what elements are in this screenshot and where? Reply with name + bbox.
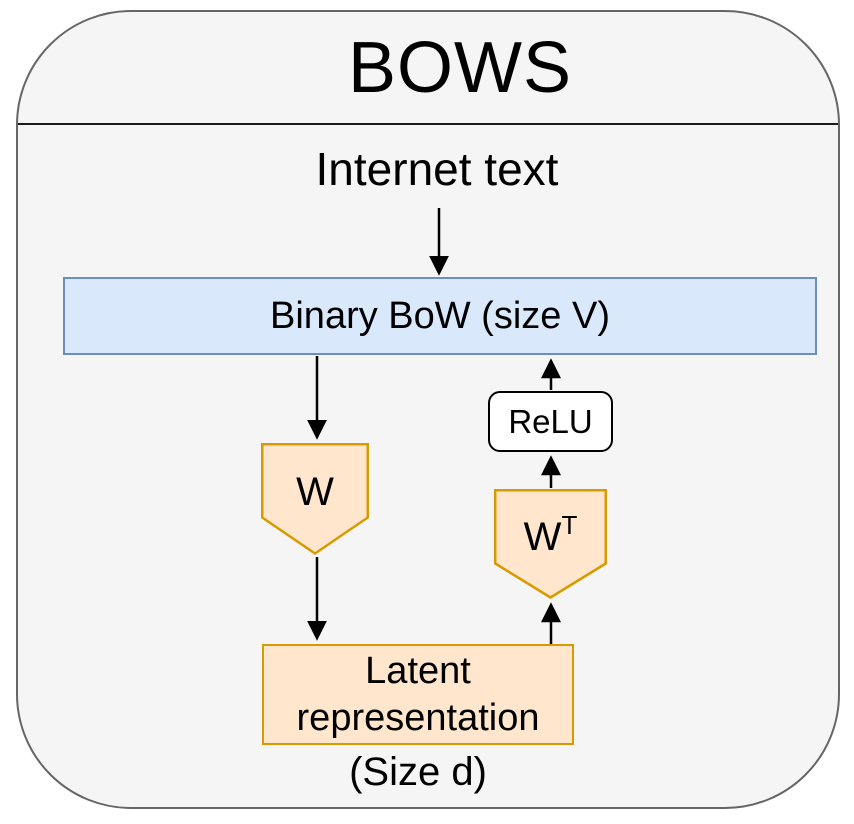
internet-text-label: Internet text [315,143,559,195]
latent-representation-label: Latent representation [296,649,540,739]
container-header: BOWS [18,12,838,125]
relu-label: ReLU [508,402,593,440]
w-transpose-pentagon-shape [494,489,607,599]
w-pentagon [261,443,369,555]
relu-node: ReLU [488,391,613,452]
binary-bow-label: Binary BoW (size V) [270,294,610,337]
w-matrix-label: W [296,469,334,514]
latent-representation-node: Latent representation [262,644,574,745]
w-pentagon-shape [261,443,369,555]
latent-size-caption: (Size d) [349,750,487,794]
w-transpose-base: W [523,514,562,559]
diagram-title: BOWS [347,27,572,108]
binary-bow-node: Binary BoW (size V) [63,277,817,355]
w-transpose-pentagon [494,489,607,599]
